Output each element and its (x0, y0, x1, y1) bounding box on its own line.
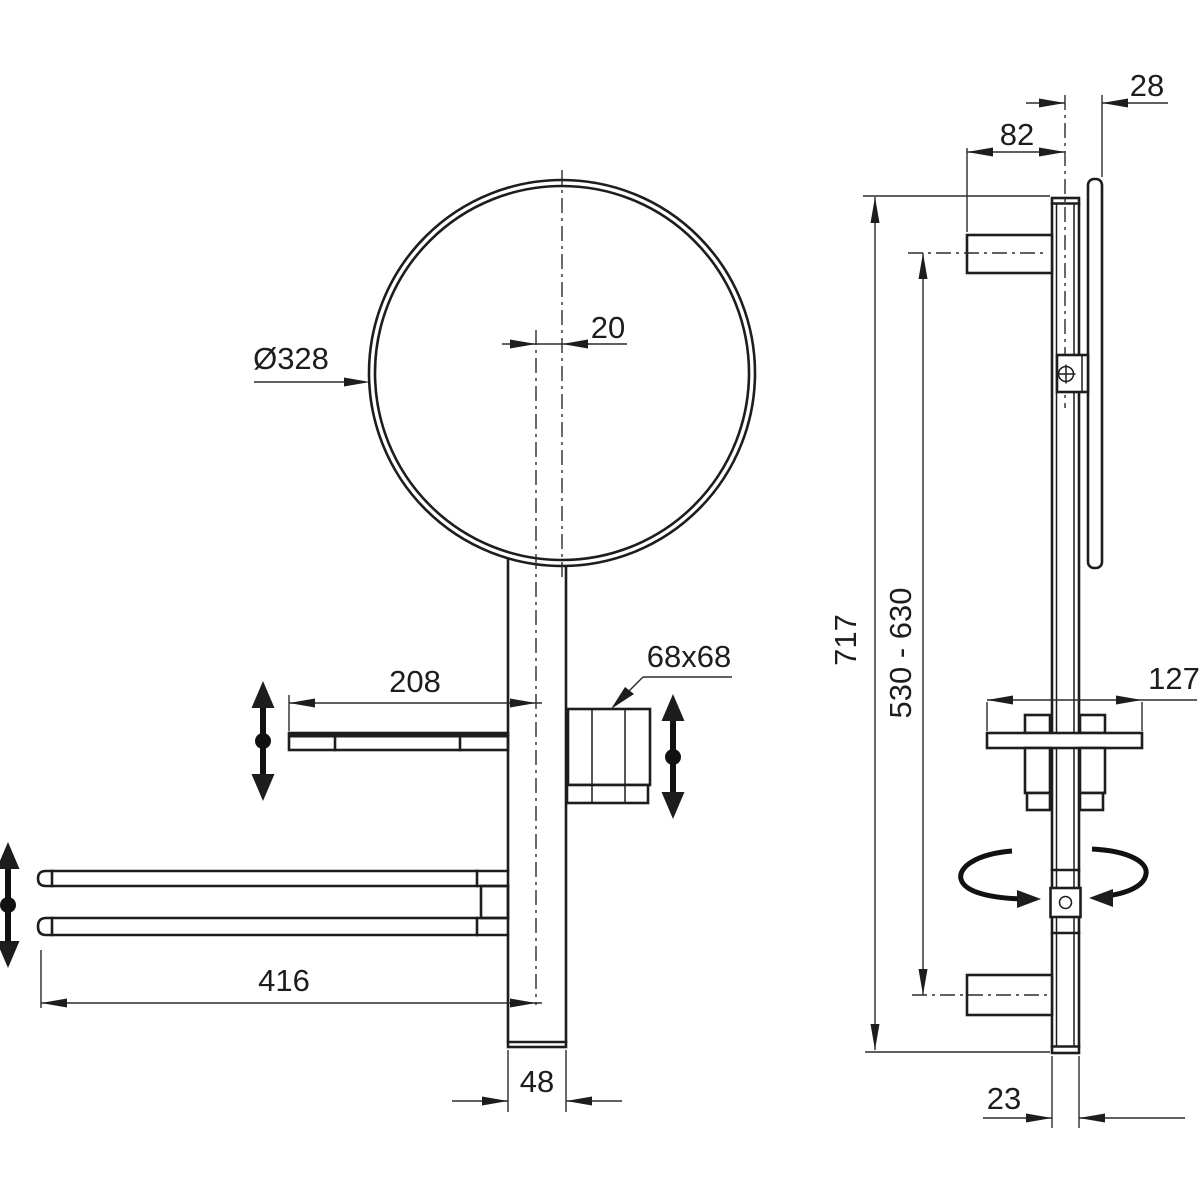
dim-holder-size: 68x68 (611, 639, 732, 709)
vertical-bar (506, 554, 568, 1049)
bracket-body (965, 233, 1054, 275)
dim-shelf-length-label: 208 (389, 664, 441, 699)
dim-bar-width: 48 (452, 1050, 622, 1112)
arrowhead-down-icon (870, 1024, 880, 1050)
arrowhead-left-icon (987, 695, 1013, 705)
arrowhead-right-icon (510, 339, 536, 349)
shelf-side (985, 713, 1144, 812)
mirror-clamp (1055, 353, 1090, 394)
shelf-plate-edge (985, 731, 1144, 750)
shelf-adjust-arrow-icon (251, 681, 275, 801)
dim-shelf-depth-label: 127 (1148, 661, 1200, 696)
mirror-plate-edge (1086, 177, 1104, 570)
arrowhead-left-icon (1079, 1113, 1105, 1123)
arrowhead-left-icon (562, 339, 588, 349)
front-view: 20 Ø328 208 (0, 170, 757, 1112)
rotate-arrow-left-icon (958, 848, 1041, 908)
joint-body (1049, 886, 1082, 919)
wall-bracket-bottom (912, 973, 1054, 1017)
arrowhead-left-icon (41, 998, 67, 1008)
towel-bar-lower (36, 916, 510, 937)
towel-bar-adjust-arrow-icon (0, 842, 20, 968)
dim-mirror-front-offset: 28 (1026, 68, 1168, 177)
arrowhead-right-icon (1116, 695, 1142, 705)
screw-icon (1056, 364, 1076, 384)
arrowhead-right-icon (344, 377, 370, 387)
dim-holder-size-label: 68x68 (647, 639, 731, 674)
arrowhead-left-icon (1102, 98, 1128, 108)
holder-body (566, 707, 652, 787)
dim-bar-width-label: 48 (520, 1064, 554, 1099)
pivot-dot (665, 749, 681, 765)
shelf-front (287, 731, 510, 752)
arrowhead-down-icon (251, 774, 275, 801)
dim-mirror-front-offset-label: 28 (1130, 68, 1164, 103)
dim-mounting-range-label: 530 - 630 (883, 588, 918, 719)
arrowhead-up-icon (251, 681, 275, 708)
arrow-curve (1091, 846, 1149, 900)
dim-bracket-depth: 82 (966, 117, 1065, 232)
wall-bracket-top (908, 233, 1054, 275)
dim-center-offset-label: 20 (591, 310, 625, 345)
arrowhead-up-icon (661, 694, 685, 721)
arrowhead-up-icon (0, 842, 20, 869)
tumbler-holder (565, 707, 652, 805)
shelf-support-right (1078, 746, 1107, 795)
arrowhead-left-icon (566, 1096, 592, 1106)
dim-total-height: 717 (828, 195, 1050, 1053)
shelf-foot-right (1078, 791, 1105, 812)
arrow-curve (958, 848, 1023, 902)
pivot-dot (255, 733, 271, 749)
towel-bar-hinge (479, 884, 510, 920)
dim-center-offset: 20 (502, 310, 627, 349)
shelf-foot-left (1025, 791, 1052, 812)
dim-shelf-depth: 127 (986, 661, 1200, 731)
shelf-clamp-upper-left (1023, 713, 1052, 735)
towel-bars (36, 869, 510, 937)
dim-mounting-range: 530 - 630 (883, 253, 928, 995)
arrowhead-right-icon (510, 698, 536, 708)
arrowhead-down-icon (0, 941, 20, 968)
side-view: 82 28 717 530 - 630 (828, 68, 1200, 1128)
dim-mirror-diameter-label: Ø328 (253, 341, 329, 376)
arrowhead-left-icon (1089, 889, 1113, 907)
dim-rail-depth: 23 (983, 1056, 1185, 1128)
dim-bracket-depth-label: 82 (1000, 117, 1034, 152)
dim-shelf-length: 208 (288, 664, 542, 731)
shelf-clamp-upper-right (1078, 713, 1107, 735)
shelf-support-left (1023, 746, 1052, 795)
arrowhead-up-icon (918, 253, 928, 279)
dim-towel-bar-length-label: 416 (258, 963, 310, 998)
arrowhead-left-icon (967, 147, 993, 157)
mirror-inner-rim (373, 184, 751, 562)
arrowhead-left-icon (289, 698, 315, 708)
arrowhead-down-icon (918, 969, 928, 995)
arrowhead-right-icon (1026, 1113, 1052, 1123)
swivel-joint (1049, 868, 1082, 935)
arrowhead-down-icon (661, 792, 685, 819)
arrowhead-up-icon (870, 197, 880, 223)
arrowhead-right-icon (1017, 890, 1041, 908)
holder-adjust-arrow-icon (661, 694, 685, 819)
pivot-dot (0, 897, 16, 913)
bar-body (506, 554, 568, 1049)
towel-bar-upper (36, 869, 510, 888)
arrowhead-right-icon (1039, 98, 1065, 108)
joint-pin (1058, 895, 1073, 910)
holder-rim (565, 783, 650, 805)
dim-rail-depth-label: 23 (987, 1081, 1021, 1116)
dim-mirror-diameter: Ø328 (253, 341, 370, 387)
arrowhead-down-left-icon (611, 687, 634, 709)
arrowhead-right-icon (510, 998, 536, 1008)
arrowhead-right-icon (482, 1096, 508, 1106)
arrowhead-right-icon (1039, 147, 1065, 157)
rotate-arrow-right-icon (1089, 846, 1149, 907)
dim-towel-bar-length: 416 (40, 950, 542, 1008)
dim-total-height-label: 717 (828, 614, 863, 666)
